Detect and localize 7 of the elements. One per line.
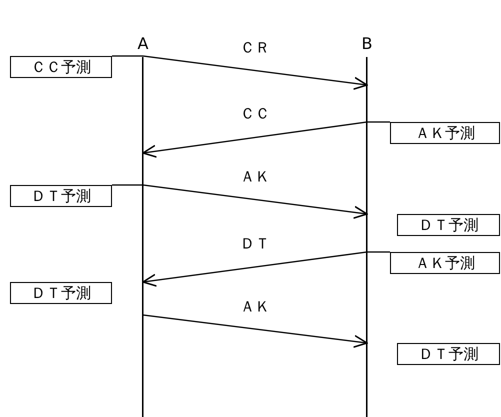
prediction-box: ＤＴ予測 — [10, 282, 112, 304]
prediction-box: ＣＣ予測 — [10, 56, 112, 78]
prediction-box: ＤＴ予測 — [10, 185, 112, 207]
prediction-box: ＤＴ予測 — [397, 214, 500, 236]
prediction-box: ＡＫ予測 — [390, 252, 500, 274]
prediction-box: ＡＫ予測 — [390, 122, 500, 144]
prediction-box: ＤＴ予測 — [397, 343, 500, 365]
